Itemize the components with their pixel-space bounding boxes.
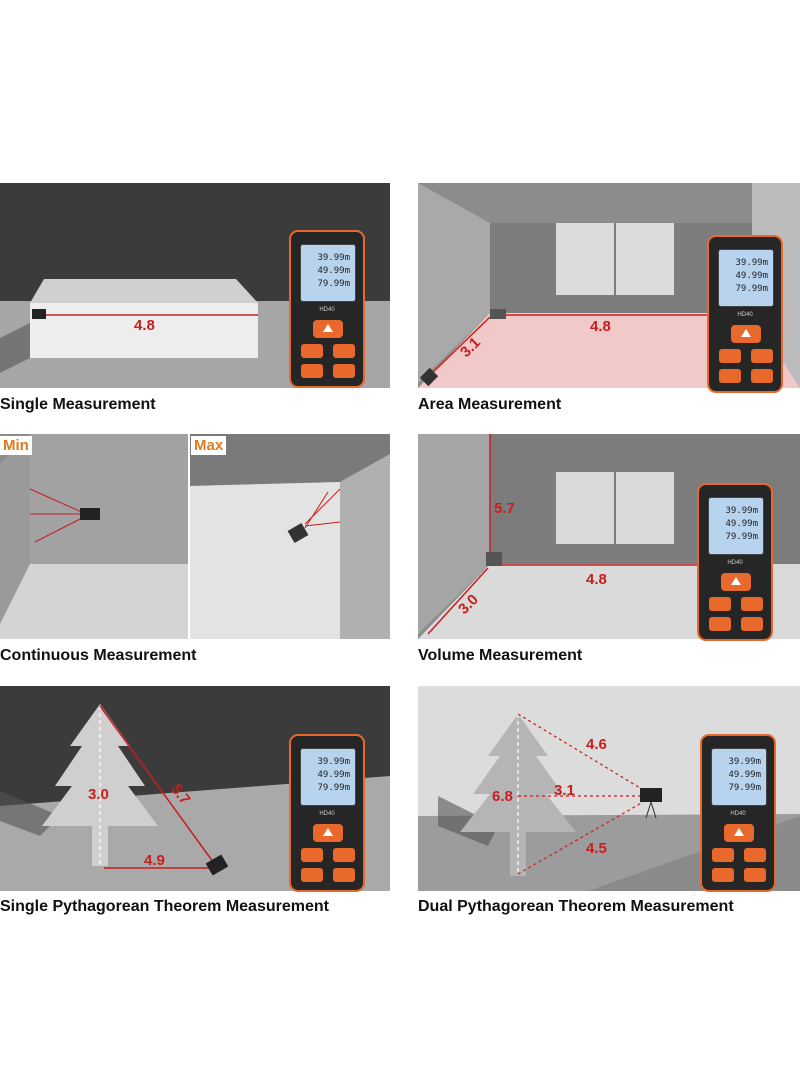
- laser-meter-device: 39.99m 49.99m 79.99m HD40: [289, 734, 365, 892]
- caption-continuous: Continuous Measurement: [0, 647, 197, 664]
- laser-meter-icon: [640, 788, 662, 802]
- device-screen: 39.99m 49.99m 79.99m: [300, 748, 356, 806]
- device-model: HD40: [319, 811, 335, 817]
- measure-label: 4.9: [144, 852, 165, 869]
- measure-label: 4.5: [586, 840, 607, 857]
- device-model: HD40: [727, 560, 743, 566]
- min-tag: Min: [0, 436, 32, 455]
- laser-meter-icon: [32, 309, 46, 319]
- fire-button-icon: [724, 824, 754, 842]
- fire-button-icon: [313, 824, 343, 842]
- measure-label: 5.7: [494, 500, 515, 517]
- device-screen: 39.99m 49.99m 79.99m: [300, 244, 356, 302]
- caption-area: Area Measurement: [418, 396, 562, 413]
- laser-meter-icon: [80, 508, 100, 520]
- measure-label: 4.8: [586, 571, 607, 588]
- panel-continuous-measurement: Min Max: [0, 434, 390, 639]
- fire-button-icon: [313, 320, 343, 338]
- device-screen: 39.99m 49.99m 79.99m: [711, 748, 767, 806]
- measure-label: 6.8: [492, 788, 513, 805]
- scene-continuous: [0, 434, 390, 639]
- measure-label: 4.8: [590, 318, 611, 335]
- caption-single-pythagorean: Single Pythagorean Theorem Measurement: [0, 898, 329, 915]
- laser-meter-icon: [490, 309, 506, 319]
- device-model: HD40: [730, 811, 746, 817]
- laser-meter-device: 39.99m 49.99m 79.99m HD40: [700, 734, 776, 892]
- measure-label: 3.0: [88, 786, 109, 803]
- device-screen: 39.99m 49.99m 79.99m: [718, 249, 774, 307]
- measure-label: 3.1: [554, 782, 575, 799]
- measure-label: 4.8: [134, 317, 155, 334]
- max-tag: Max: [191, 436, 227, 455]
- laser-meter-device: 39.99m 49.99m 79.99m HD40: [707, 235, 783, 393]
- fire-button-icon: [721, 573, 751, 591]
- laser-meter-device: 39.99m 49.99m 79.99m HD40: [289, 230, 365, 388]
- caption-dual-pythagorean: Dual Pythagorean Theorem Measurement: [418, 898, 734, 915]
- device-screen: 39.99m 49.99m 79.99m: [708, 497, 764, 555]
- laser-meter-device: 39.99m 49.99m 79.99m HD40: [697, 483, 773, 641]
- caption-single: Single Measurement: [0, 396, 156, 413]
- caption-volume: Volume Measurement: [418, 647, 583, 664]
- device-model: HD40: [319, 307, 335, 313]
- device-model: HD40: [737, 312, 753, 318]
- measure-label: 4.6: [586, 736, 607, 753]
- laser-meter-icon: [486, 552, 502, 566]
- fire-button-icon: [731, 325, 761, 343]
